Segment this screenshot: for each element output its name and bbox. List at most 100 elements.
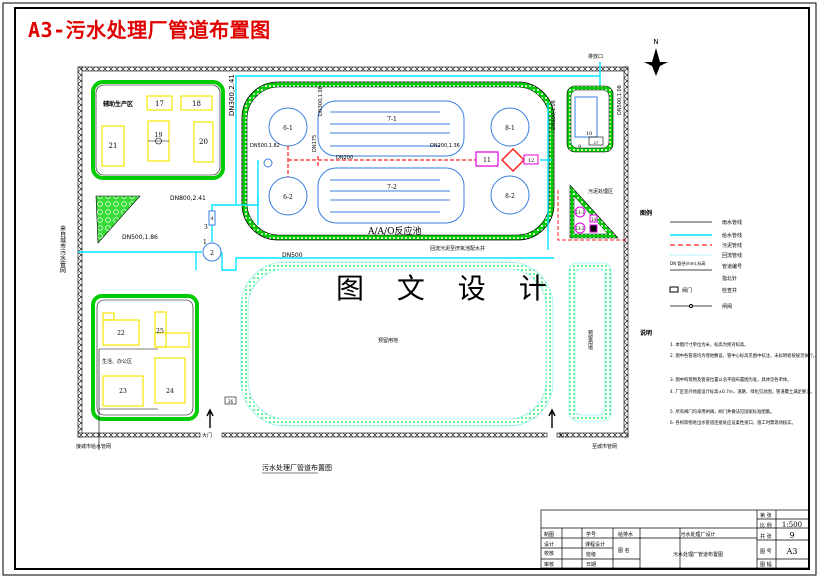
drawing-label: 3. 图中构筑物及管道位置以总平面布置图为准，具体见各单体。 [670,376,791,383]
drawing-label: 闸阀 [722,303,732,310]
drawing-label: 13-1 [575,210,585,215]
drawing-label: A3 [786,547,798,556]
drawing-label: 13-2 [575,226,585,231]
drawing-label: 日期 [586,562,596,568]
drawing-label: 25 [156,328,164,335]
drawing-label: 9 [789,531,794,540]
drawing-label: 3 [204,224,208,231]
water-pipes [78,62,601,271]
drawing-label: 指北针 [722,275,737,282]
drawing-label: 校核 [544,550,554,557]
watermark-text: 图 文 设 计 [336,272,559,305]
drawing-label: 7-2 [387,184,397,191]
drawing-label: 17 [155,100,164,108]
drawing-label: 管道编号 [722,263,742,270]
drawing-label: 图 号 [760,549,772,555]
pipe-label: DN500 [282,252,303,259]
pipe-label: DN500,1.86 [122,234,158,241]
north-arrow-icon: N [644,38,668,76]
drawing-label: DN200 [336,155,353,161]
drawing-label: 2. 图中各管道均为埋地敷设，管中心标高见图中标注，未标明者按规范执行。 [670,352,817,359]
drawing-label: 比 例 [760,522,772,529]
drawing-label: 12 [528,158,534,164]
distribution-well [263,158,273,168]
drawing-label: 21 [109,142,118,150]
aao-label: A/A/O反应池 [367,225,421,237]
pump-well-2 [202,242,222,262]
drawing-label: 1 [203,239,207,246]
drawing-title: A3-污水处理厂管道布置图 [28,18,271,42]
drawing-label: N [653,38,658,46]
clarifier-8-1 [490,107,530,147]
building-18 [180,95,213,111]
drawing-label: DN175 [312,135,318,152]
drawing-label: 大门 [202,432,212,439]
drawing-label: 9 [578,144,581,150]
drawing-label: 给水管线 [722,232,742,239]
drawing-label: 6. 各构筑物进出水管道连接处应设柔性接口，施工时需现场核实。 [670,419,796,426]
drawing-label: 1. 本图尺寸单位为米，标高为绝对标高。 [670,341,749,348]
area-label: 辅助生产区 [103,100,133,108]
drawing-label: 污泥处理区 [588,188,613,195]
drawing-label: DN200,1.36 [430,143,460,149]
drawing-label: 1:500 [782,521,802,529]
drawing-label: DN300,1.08 [318,86,324,116]
drawing-label: DN500,1.08 [617,85,623,115]
aao-tank-7-2 [317,167,465,224]
drawing-label: 给排水 [618,531,633,538]
drawing-label: 污泥管线 [722,242,742,249]
drawing-label: 阀门 [682,287,692,294]
unit-12 [523,154,539,165]
drawing-label: 10 [586,131,592,137]
drawing-label: 生活、办公区 [102,358,132,365]
drawing-label: 说明 [640,329,652,337]
drawing-label: 设计 [544,541,554,548]
aao-area: 6-1 6-2 8-1 8-2 7-1 7-2 A/A/O反应池 11 12 D… [241,81,555,241]
drawing-label: 图 幅 [760,561,772,568]
pump-house-11 [475,151,499,167]
aao-tank-7-1 [317,100,465,157]
pipe-label: DN300,2.41 [228,74,236,116]
drawing-label: 18 [192,100,201,108]
drawing-label: 回流管线 [722,252,742,259]
drawing-label: 雨水管线 [722,219,742,226]
building-17 [146,95,173,111]
drawing-label: 审核 [544,561,554,568]
drawing-label: 接城市给水管网 [76,443,111,450]
drawing-label: 4 [210,216,213,222]
gate-arrow [548,408,556,428]
drawing-label: 20 [199,138,208,146]
inlet-label: 来自城市污水管网 [59,225,66,274]
title-block [540,509,810,569]
legend: 图例 雨水管线 给水管线 污泥管线 回流管线 DN 管径(mm),标高 管道编号… [640,209,742,310]
reserved-area: 预留用地 预留用地 [240,261,612,427]
drawing-caption: 污水处理厂管道布置图 [262,463,332,472]
building-20 [193,121,214,163]
drawing-label: 至城市管网 [592,443,617,450]
drawing-label: 5. 所有阀门均采用闸阀，阀门井做法见国家标准图集。 [670,408,774,415]
drawing-label: 制图 [544,531,554,538]
drawing-label: 8-2 [505,193,515,200]
drawing-label: 共 张 [760,533,772,540]
title-block-text: 第 张 比 例 1:500 共 张 9 图 号 A3 图 幅 制图 设计 校核 … [544,512,802,568]
drawing-label: 24 [166,388,174,395]
drawing-label: 19 [155,132,163,139]
building-21 [101,125,125,167]
drawing-label: 图 名 [618,547,630,554]
drawing-label: 班级 [586,551,596,558]
sludge-area: 污泥处理区 13-1 13-2 14 [557,184,628,241]
drawing-label: 回流污泥至厌氧池配水井 [430,245,485,252]
drawing-label: 27 [593,140,599,145]
pipe-label: DN800,2.41 [170,195,206,202]
school-label: 课程设计 [585,541,605,548]
screen-4 [208,210,216,226]
drawing-label: 第 张 [760,512,772,519]
outlet-label: 排放口 [588,53,603,60]
gate-arrow [206,408,214,428]
drawing-label: 图例 [640,209,652,217]
drawing-label: 6-2 [283,194,293,201]
drawing-label: 预留用地 [378,337,398,344]
clarifier-8-2 [490,175,530,215]
drawing-label: 污水处理厂管道布置图 [673,551,723,558]
